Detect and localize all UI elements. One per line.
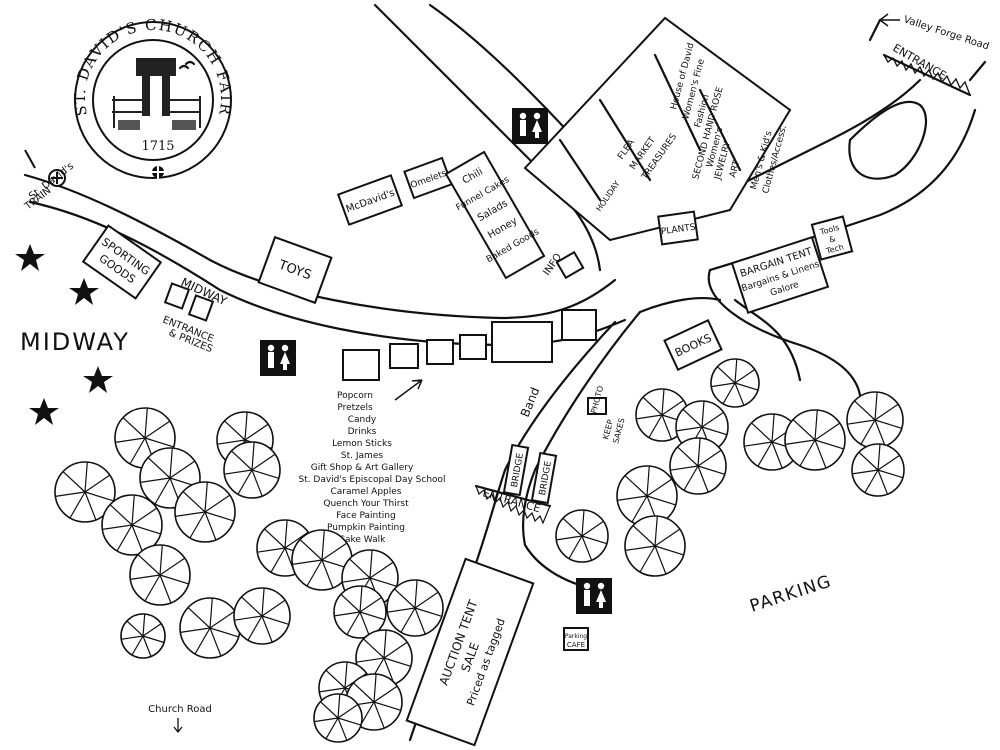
food-column-booth: Chili Funnel Cakes Salads Honey Baked Go… — [444, 150, 546, 280]
tree-icon — [555, 509, 609, 563]
cafe-label-1: Parking — [565, 633, 587, 640]
tree-icon — [355, 629, 413, 687]
booth-row-stall — [426, 339, 454, 365]
vendor-list-item: St. James — [341, 451, 383, 461]
tree-icon — [223, 441, 281, 499]
vendor-list-item: Lemon Sticks — [332, 439, 392, 449]
main-entrance: ENTRANCE Valley Forge Road — [868, 13, 990, 97]
restroom-icon — [512, 108, 548, 144]
arrow-icon — [879, 13, 900, 27]
tree-icon — [179, 597, 241, 659]
south-path-right — [521, 310, 642, 592]
church-road-marker: Church Road — [148, 704, 212, 734]
toys-booth: TOYS — [257, 235, 333, 305]
tree-icon — [313, 693, 363, 743]
tree-icon — [120, 613, 166, 659]
midway-stars — [15, 244, 113, 425]
star-icon — [29, 398, 59, 425]
booth-row-stall — [342, 349, 380, 381]
booth-row-stall — [561, 309, 597, 341]
bargain-tent: BARGAIN TENT Bargains & Linens Galore — [730, 236, 830, 314]
tools-label-2: & — [828, 234, 836, 244]
star-icon — [15, 244, 45, 271]
train-icon — [48, 169, 66, 187]
cross-icon — [150, 164, 166, 180]
market-building: HOLIDAY FLEA MARKET TREASURES House of D… — [523, 16, 792, 242]
vendor-list-item: Quench Your Thirst — [323, 499, 409, 509]
vendor-list-item: Face Painting — [336, 511, 395, 521]
parking-cafe-booth: Parking CAFE — [563, 627, 589, 651]
booth-row — [342, 309, 597, 381]
sporting-goods-booth: SPORTING GOODS — [81, 224, 163, 300]
vendor-list-item: Pretzels — [337, 403, 373, 413]
tree-icon — [291, 529, 353, 591]
vendor-list-item: Popcorn — [337, 391, 373, 401]
restroom-icon — [576, 578, 612, 614]
tree-icon — [624, 515, 686, 577]
seal-year: 1715 — [141, 139, 174, 154]
photo-keepsakes-booth: PHOTO KEEP SAKES — [587, 385, 627, 445]
mcdavids-booth: McDavid's — [336, 174, 404, 226]
gate-illustration — [112, 58, 201, 130]
midway-entrance: MIDWAY ENTRANCE & PRIZES — [161, 275, 230, 355]
north-road-left-edge — [373, 3, 602, 272]
vendor-list: Popcorn Pretzels Candy Drinks Lemon Stic… — [298, 391, 445, 545]
tree-icon — [710, 358, 760, 408]
vendor-list-item: Pumpkin Painting — [327, 523, 405, 533]
tree-icon — [635, 388, 689, 442]
vendor-list-item: Drinks — [348, 427, 377, 437]
restroom-icon — [260, 340, 296, 376]
cafe-label-2: CAFE — [567, 641, 585, 649]
vendor-list-item: Caramel Apples — [331, 487, 402, 497]
tree-icon — [846, 391, 904, 449]
books-path — [638, 297, 722, 314]
tools-tech-booth: Tools & Tech — [810, 215, 854, 261]
east-road-lower — [733, 298, 802, 382]
booth-row-stall — [389, 343, 419, 369]
info-booth: INFO — [541, 250, 585, 280]
market-art: ART — [728, 159, 742, 179]
entrance-loop — [848, 100, 928, 180]
east-road-upper — [707, 268, 862, 397]
tree-icon — [851, 443, 905, 497]
vendor-list-item: Cake Walk — [339, 535, 386, 545]
tree-icon — [101, 494, 163, 556]
tree-icon — [174, 481, 236, 543]
star-icon — [69, 278, 99, 305]
vendor-list-item: Candy — [348, 415, 377, 425]
vendor-list-item: Gift Shop & Art Gallery — [311, 463, 414, 473]
parking-area-label: PARKING — [747, 571, 834, 616]
church-road-label: Church Road — [148, 704, 212, 715]
omelets-booth: Omelets — [403, 156, 453, 200]
plants-booth: PLANTS — [657, 210, 699, 246]
booth-row-stall — [459, 334, 487, 360]
tree-group — [54, 358, 905, 743]
tree-icon — [669, 437, 727, 495]
arrow-icon — [173, 718, 183, 734]
tree-icon — [333, 585, 387, 639]
church-fair-seal: ST. DAVID'S CHURCH FAIR 1715 — [71, 16, 234, 180]
tree-icon — [386, 579, 444, 637]
valley-forge-road-label: Valley Forge Road — [902, 14, 990, 52]
midway-area-label: MIDWAY — [20, 328, 130, 356]
tree-icon — [233, 587, 291, 645]
tree-icon — [54, 461, 116, 523]
vendor-list-item: St. David's Episcopal Day School — [298, 475, 445, 485]
tree-icon — [616, 465, 678, 527]
booth-row-stall — [491, 321, 553, 363]
plants-label: PLANTS — [660, 223, 696, 238]
tree-icon — [129, 544, 191, 606]
bridge-right: BRIDGE — [530, 451, 558, 505]
arrow-icon — [394, 379, 423, 401]
books-booth: BOOKS — [663, 319, 723, 371]
train-marker: St. David's TRAIN — [22, 149, 76, 213]
star-icon — [83, 366, 113, 393]
bridge-left: BRIDGE — [502, 443, 530, 497]
tree-icon — [784, 409, 846, 471]
